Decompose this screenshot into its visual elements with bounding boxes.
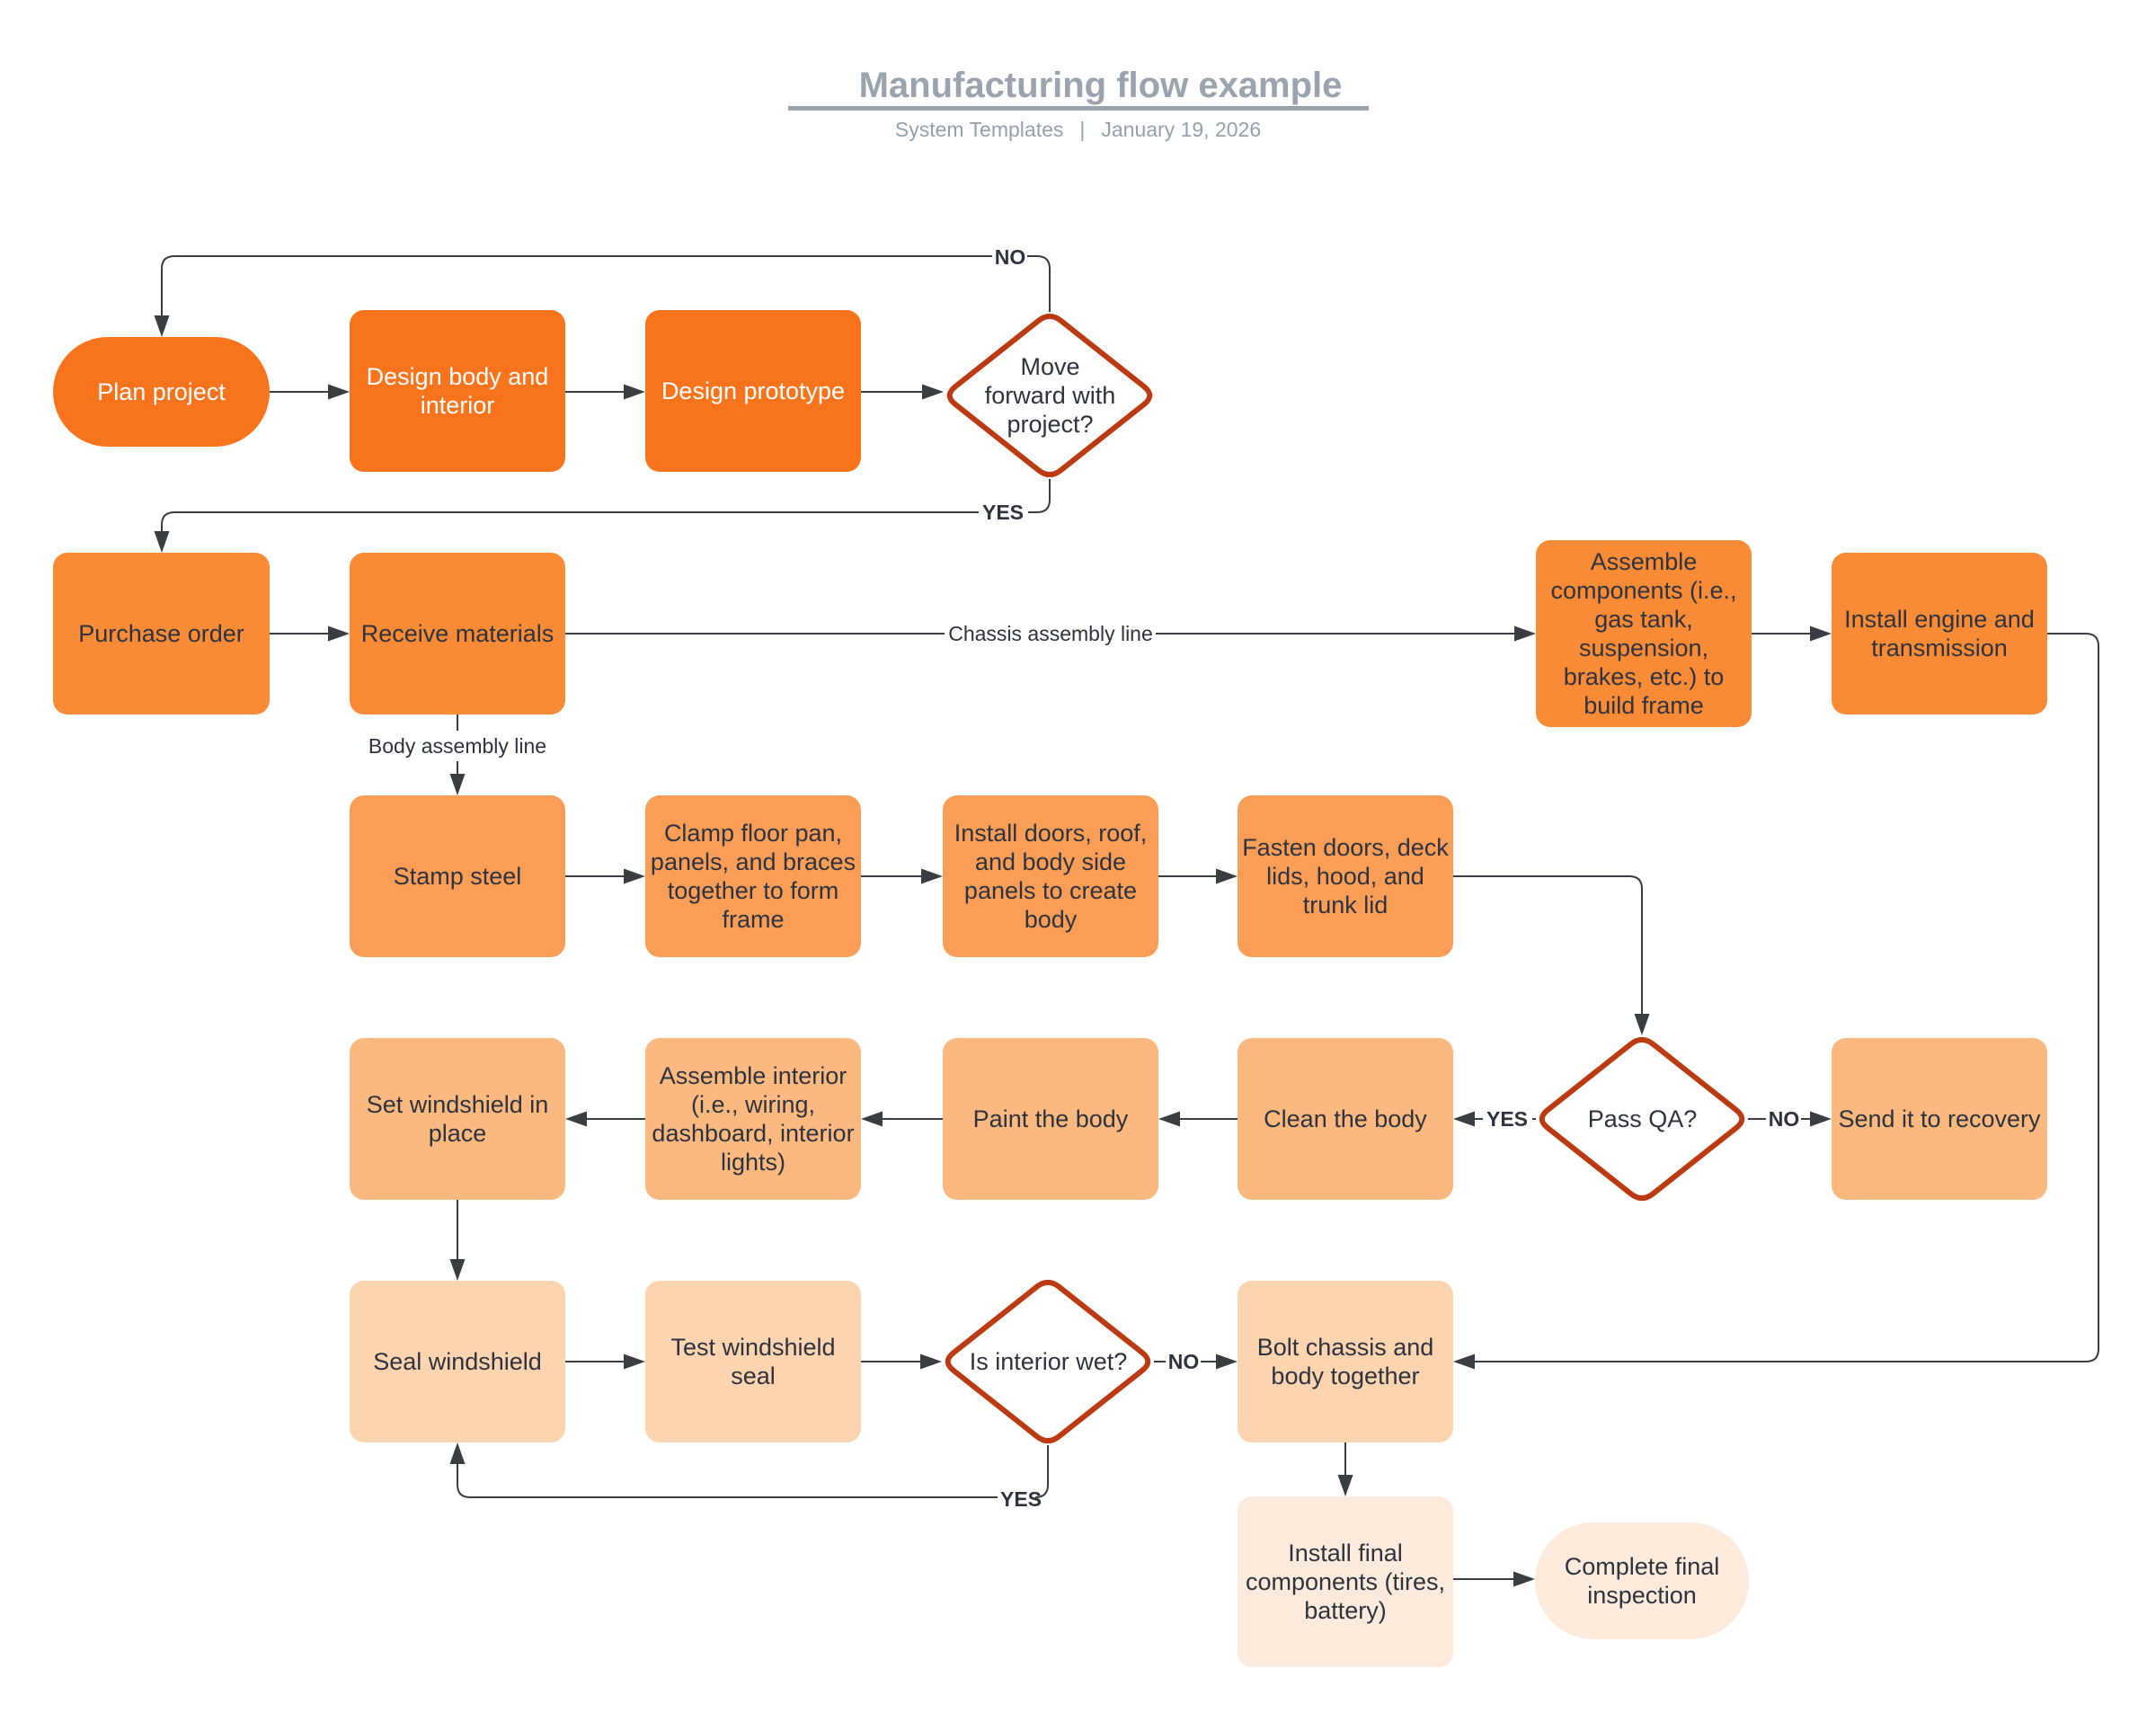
svg-text:Chassis assembly line: Chassis assembly line [948,622,1153,645]
svg-text:YES: YES [1486,1107,1528,1131]
svg-text:YES: YES [1000,1487,1042,1511]
svg-text:NO: NO [1168,1350,1200,1373]
svg-text:YES: YES [982,501,1024,524]
svg-text:NO: NO [1769,1107,1800,1131]
svg-text:NO: NO [995,245,1026,269]
svg-text:Body assembly line: Body assembly line [368,734,546,758]
